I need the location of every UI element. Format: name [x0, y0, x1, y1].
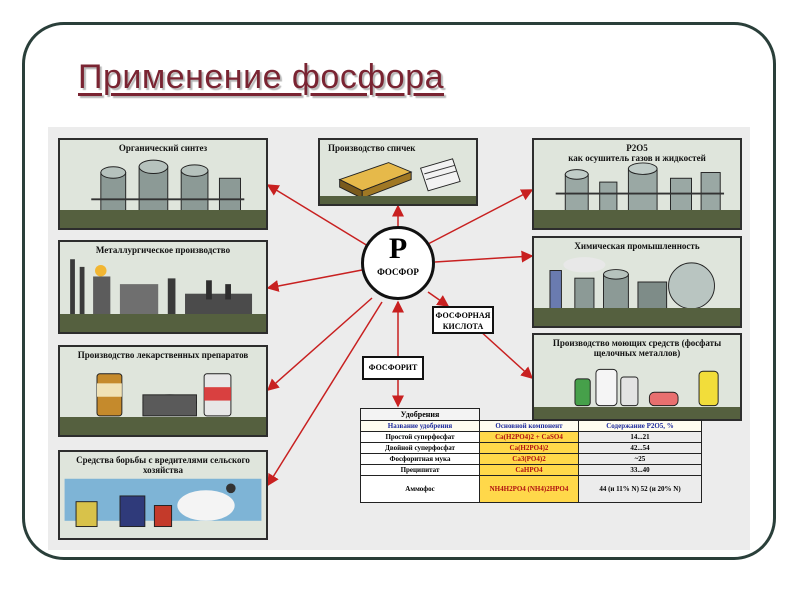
caption-p2o5: P2O5 как осушитель газов и жидкостей [534, 143, 740, 163]
caption-organic: Органический синтез [118, 143, 208, 153]
box-pest-control: Средства борьбы с вредителями сельского … [58, 450, 268, 540]
caption-pests: Средства борьбы с вредителями сельского … [76, 455, 250, 475]
box-organic-synthesis: Органический синтез [58, 138, 268, 230]
table-row: Двойной суперфосфат Ca(H2PO4)2 42...54 [360, 442, 702, 454]
matchbox-icon [338, 158, 461, 200]
box-chemical-industry: Химическая промышленность [532, 236, 742, 328]
caption-medicine: Производство лекарственных препаратов [77, 350, 249, 360]
p2o5-formula: P2O5 [626, 143, 648, 153]
caption-metallurgy: Металлургическое производство [95, 245, 231, 255]
fertilizer-title: Удобрения [360, 408, 480, 421]
fertilizer-table: Удобрения Название удобрения Основной ко… [360, 408, 702, 503]
medicine-jars-icon [96, 373, 232, 417]
fertilizer-header-name: Название удобрения [360, 420, 480, 432]
tag-phosphorite: ФОСФОРИТ [362, 356, 424, 380]
table-row: Простой суперфосфат Ca(H2PO4)2 + CaSO4 1… [360, 431, 702, 443]
box-matches: Производство спичек [318, 138, 478, 206]
caption-detergents: Производство моющих средств (фосфаты щел… [552, 338, 722, 358]
pest-sprayer-icon [64, 478, 262, 528]
phosphorus-symbol: P [388, 232, 408, 265]
box-p2o5: P2O5 как осушитель газов и жидкостей [532, 138, 742, 230]
phosphorus-node: P ФОСФОР [361, 226, 435, 300]
fertilizer-header-component: Основной компонент [479, 420, 579, 432]
caption-chemical: Химическая промышленность [574, 241, 700, 251]
table-row: Фосфоритная мука Ca3(PO4)2 ~25 [360, 453, 702, 465]
table-row: Преципитат CaHPO4 33...40 [360, 464, 702, 476]
box-metallurgy: Металлургическое производство [58, 240, 268, 334]
tag-phosphoric-acid: ФОСФОРНАЯ КИСЛОТА [432, 306, 494, 334]
slide-title: Применение фосфора [78, 58, 445, 96]
table-row: Аммофос NH4H2PO4 (NH4)2HPO4 44 (и 11% N)… [360, 475, 702, 503]
fertilizer-header-content: Содержание P2O5, % [578, 420, 702, 432]
box-medicine: Производство лекарственных препаратов [58, 345, 268, 437]
phosphorus-name: ФОСФОР [377, 267, 419, 277]
detergent-bottles-icon [574, 368, 719, 407]
industrial-tanks-icon [555, 162, 725, 212]
steel-plant-icon [70, 259, 253, 317]
caption-matches: Производство спичек [328, 143, 416, 153]
p2o5-description: как осушитель газов и жидкостей [568, 153, 706, 163]
